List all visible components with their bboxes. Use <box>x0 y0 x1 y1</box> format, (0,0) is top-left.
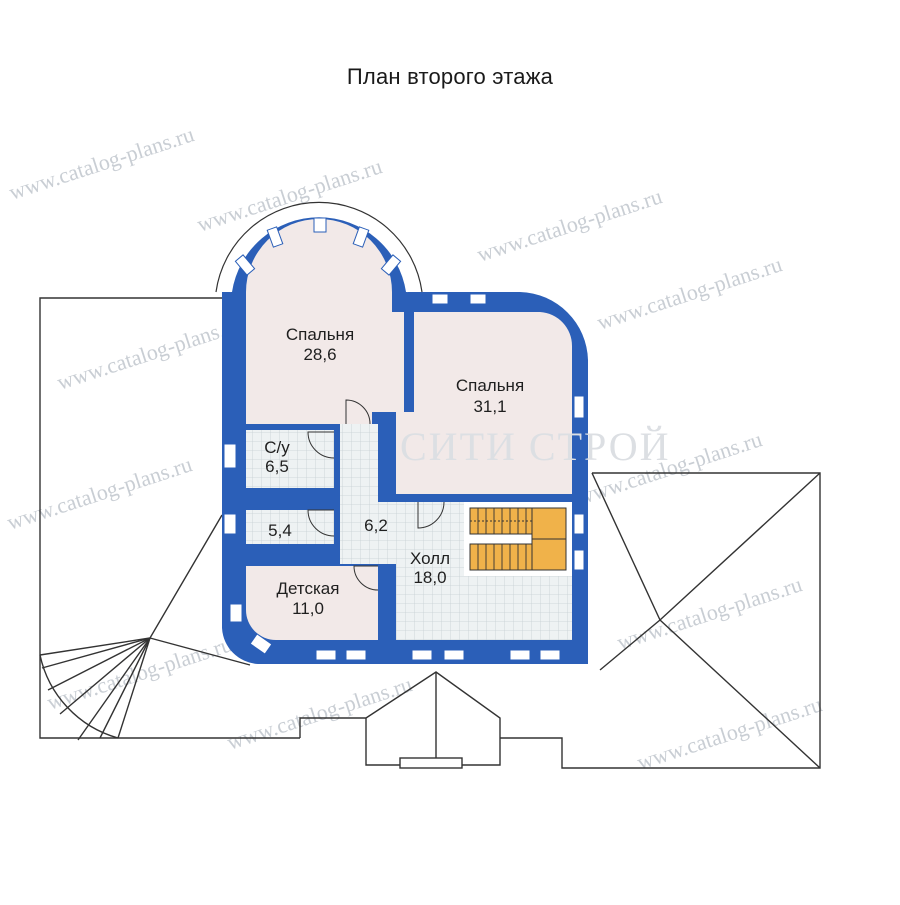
room-name-bathroom: С/у <box>264 438 290 457</box>
room-bedroom-1 <box>246 219 404 424</box>
brand-watermark: СИТИ СТРОЙ <box>400 424 671 469</box>
watermark: www.catalog-plans.ru <box>224 671 415 754</box>
plan-title: План второго этажа <box>346 64 554 89</box>
watermark: www.catalog-plans.ru <box>4 451 195 534</box>
right-roof-outline <box>500 472 821 769</box>
room-area-closet: 5,4 <box>268 521 292 540</box>
room-corridor <box>340 424 396 564</box>
room-name-hall: Холл <box>410 549 450 568</box>
left-roof-outline <box>39 297 300 739</box>
door-closet <box>307 509 335 537</box>
windows <box>223 217 585 661</box>
room-nursery <box>246 566 378 640</box>
door-bedroom-2 <box>417 501 445 529</box>
room-area-corridor: 6,2 <box>364 516 388 535</box>
watermark: www.catalog-plans.ru <box>54 311 245 394</box>
door-bathroom <box>307 431 335 459</box>
room-area-bathroom: 6,5 <box>265 457 289 476</box>
room-name-bedroom-1: Спальня <box>286 325 354 344</box>
door-bedroom-1 <box>345 399 371 425</box>
watermark: www.catalog-plans.ru <box>634 691 825 774</box>
room-bathroom <box>246 430 334 488</box>
room-area-hall: 18,0 <box>413 568 446 587</box>
room-bedroom-2 <box>396 312 572 494</box>
watermark: www.catalog-plans.ru <box>594 251 785 334</box>
room-name-nursery: Детская <box>277 579 340 598</box>
door-nursery <box>353 565 379 591</box>
watermark: www.catalog-plans.ru <box>6 121 197 204</box>
room-area-nursery: 11,0 <box>292 599 324 618</box>
room-name-bedroom-2: Спальня <box>456 376 524 395</box>
staircase <box>469 507 567 571</box>
room-area-bedroom-2: 31,1 <box>473 397 506 416</box>
watermark: www.catalog-plans.ru <box>474 183 665 266</box>
room-closet <box>246 510 334 544</box>
room-area-bedroom-1: 28,6 <box>303 345 336 364</box>
room-labels: Спальня 28,6 Спальня 31,1 С/у 6,5 5,4 6,… <box>264 325 524 618</box>
room-hall <box>396 502 572 640</box>
roof-outline <box>39 297 821 769</box>
watermark: www.catalog-plans.ru <box>614 571 805 654</box>
doors <box>307 399 445 591</box>
